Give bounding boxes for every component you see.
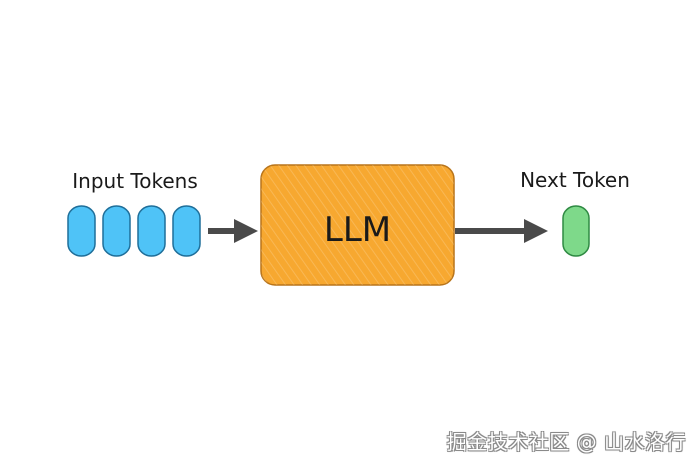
input-token — [67, 205, 96, 257]
llm-label: LLM — [324, 210, 391, 250]
llm-box-texture — [261, 165, 454, 285]
output-token-group — [562, 205, 590, 257]
next-token-label: Next Token — [520, 168, 630, 192]
arrow-head — [524, 219, 548, 243]
input-tokens-label: Input Tokens — [72, 169, 197, 193]
llm-block: LLM — [260, 164, 455, 286]
input-token-group — [67, 205, 201, 257]
input-token — [137, 205, 166, 257]
input-token — [102, 205, 131, 257]
watermark-text: 掘金技术社区 @ 山水洛行 — [446, 430, 686, 454]
arrow-head — [234, 219, 258, 243]
output-token — [562, 205, 590, 257]
arrow-input-to-llm — [208, 219, 258, 243]
arrow-llm-to-output — [455, 219, 548, 243]
input-token — [172, 205, 201, 257]
